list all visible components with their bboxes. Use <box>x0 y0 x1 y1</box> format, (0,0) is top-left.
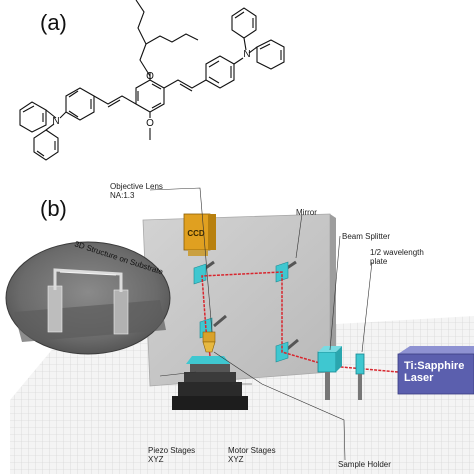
label-sample-holder: Sample Holder <box>338 460 391 469</box>
label-leader-lines <box>149 187 373 461</box>
label-laser: Ti:Sapphire Laser <box>404 360 464 384</box>
label-objective-lens: Objective Lens NA:1.3 <box>110 182 163 200</box>
half-wave-plate <box>355 353 365 400</box>
objective-lens <box>202 331 216 353</box>
atom-o-methoxy: O <box>146 118 154 129</box>
label-objective-line2: NA:1.3 <box>110 191 135 200</box>
label-waveplate-line2: plate <box>370 257 388 266</box>
molecule-structure <box>19 0 285 161</box>
atom-n-right: N <box>243 49 250 60</box>
mirror-upper-left <box>193 260 215 285</box>
molecule-atom-labels: O O N N <box>52 49 250 129</box>
label-objective-line1: Objective Lens <box>110 182 163 191</box>
label-piezo-stages: Piezo Stages XYZ <box>148 446 195 464</box>
panel-label-a: (a) <box>40 10 67 35</box>
label-laser-line2: Laser <box>404 372 434 384</box>
atom-n-left: N <box>52 116 59 127</box>
ti-sapphire-laser-box <box>397 346 474 395</box>
label-motor-line1: Motor Stages <box>228 446 276 455</box>
label-motor-line2: XYZ <box>228 455 244 464</box>
label-waveplate-line1: 1/2 wavelength <box>370 248 424 257</box>
ccd-camera: CCD <box>183 213 216 256</box>
label-waveplate: 1/2 wavelength plate <box>370 248 424 266</box>
atom-o-ether: O <box>146 71 154 82</box>
panel-label-b: (b) <box>40 196 67 221</box>
label-piezo-line1: Piezo Stages <box>148 446 196 455</box>
label-laser-line1: Ti:Sapphire <box>404 360 465 372</box>
label-beam-splitter: Beam Splitter <box>342 232 391 241</box>
label-mirror: Mirror <box>296 208 317 217</box>
back-wall-panel <box>142 213 331 387</box>
label-piezo-line2: XYZ <box>148 455 164 464</box>
sem-structure-inset <box>5 241 171 355</box>
stage-stack <box>172 356 248 410</box>
ccd-label: CCD <box>187 229 205 238</box>
label-motor-stages: Motor Stages XYZ <box>228 446 276 464</box>
